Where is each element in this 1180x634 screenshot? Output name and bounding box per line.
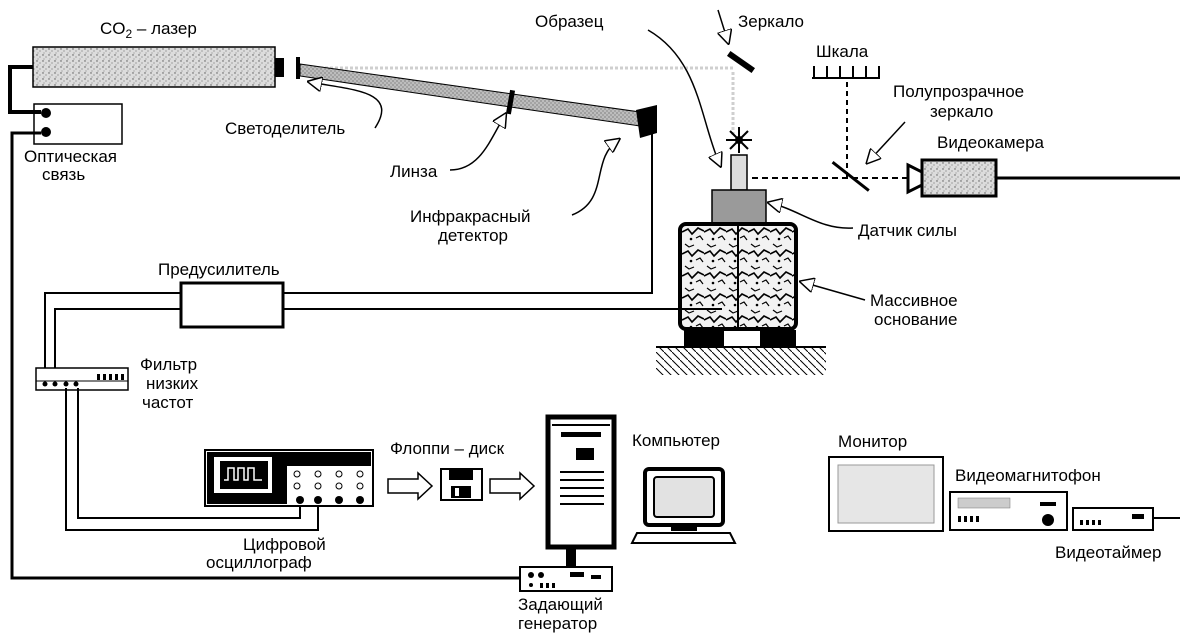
generator-label-1: Задающий xyxy=(518,595,603,614)
video-camera-label: Видеокамера xyxy=(937,133,1045,152)
force-sensor xyxy=(711,189,767,225)
ir-detector xyxy=(636,105,657,138)
low-pass-label-2: низких xyxy=(146,374,199,393)
oscilloscope-label-1: Цифровой xyxy=(243,535,326,554)
co2-laser xyxy=(32,46,284,88)
massive-base-pointer xyxy=(802,282,866,301)
video-monitor xyxy=(828,456,944,532)
sample-pointer xyxy=(647,29,720,165)
video-camera xyxy=(906,158,1180,198)
generator-label-2: генератор xyxy=(518,614,597,633)
video-monitor-label: Монитор xyxy=(838,432,907,451)
beam-splitter xyxy=(296,57,300,79)
low-pass-label-3: частот xyxy=(142,393,193,412)
starburst-icon xyxy=(726,127,752,153)
split-beam xyxy=(299,63,641,127)
semi-transparent-mirror xyxy=(831,161,870,192)
mirror-pointer xyxy=(718,9,728,42)
arrow-right-icon xyxy=(489,471,536,501)
preamplifier xyxy=(179,281,285,329)
massive-base xyxy=(656,222,826,375)
force-sensor-pointer xyxy=(770,203,854,229)
ir-detector-label-2: детектор xyxy=(438,226,508,245)
force-sensor-label: Датчик силы xyxy=(858,221,957,240)
arrow-right-icon xyxy=(387,471,434,501)
floppy-disk-icon xyxy=(440,468,483,501)
video-timer-label: Видеотаймер xyxy=(1055,543,1161,562)
video-timer xyxy=(1072,507,1180,531)
massive-base-label-1: Массивное xyxy=(870,291,958,310)
optical-link-label-1: Оптическая xyxy=(24,147,117,166)
sample-label: Образец xyxy=(535,12,604,31)
computer-tower xyxy=(545,414,617,567)
detector-cable xyxy=(44,134,653,368)
scale-ruler xyxy=(812,66,880,79)
filter-to-scope-cable-2 xyxy=(77,388,301,519)
lens-label: Линза xyxy=(390,162,438,181)
preamp-to-filter-cable xyxy=(54,308,181,370)
computer-monitor xyxy=(630,467,737,544)
beam-splitter-label: Светоделитель xyxy=(225,119,345,138)
scale-label: Шкала xyxy=(816,42,869,61)
low-pass-filter xyxy=(35,367,129,391)
floppy-label: Флоппи – диск xyxy=(390,439,505,458)
lens-pointer xyxy=(449,115,505,171)
lens xyxy=(505,89,516,115)
mirror-label: Зеркало xyxy=(738,12,804,31)
vcr-label: Видеомагнитофон xyxy=(955,466,1101,485)
optical-link-label-2: связь xyxy=(42,165,85,184)
sample-holder xyxy=(730,154,748,191)
optical-link xyxy=(8,65,520,580)
beam-splitter-pointer xyxy=(310,82,383,129)
mirror xyxy=(726,50,756,74)
filter-to-scope-cable-1 xyxy=(65,388,319,531)
semi-mirror-pointer xyxy=(868,121,906,162)
digital-oscilloscope xyxy=(204,449,374,507)
semi-mirror-label-2: зеркало xyxy=(930,102,993,121)
preamplifier-label: Предусилитель xyxy=(158,260,280,279)
detector-pointer xyxy=(571,140,618,216)
laser-label: CO2 – лазер xyxy=(100,19,197,41)
low-pass-label-1: Фильтр xyxy=(140,355,197,374)
oscilloscope-label-2: осциллограф xyxy=(206,553,312,572)
computer-label: Компьютер xyxy=(632,431,720,450)
vcr xyxy=(949,491,1068,531)
master-generator xyxy=(519,566,613,592)
semi-mirror-label-1: Полупрозрачное xyxy=(893,82,1024,101)
ir-detector-label-1: Инфракрасный xyxy=(410,207,530,226)
massive-base-label-2: основание xyxy=(874,310,957,329)
